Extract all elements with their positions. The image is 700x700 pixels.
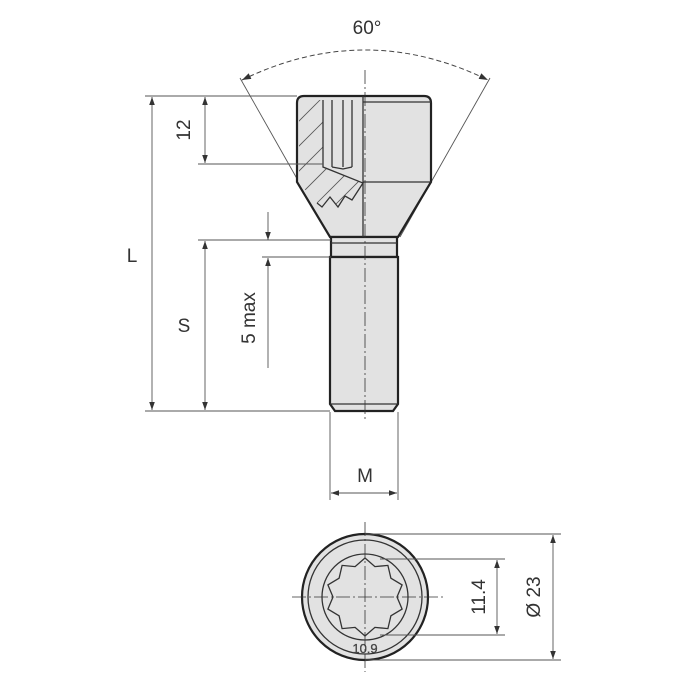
dimension-l: L [127,95,330,412]
property-class-mark: 10.9 [352,641,377,656]
dimension-12: 12 [174,97,323,165]
dimension-5-max: 5 max [239,212,331,368]
angle-label: 60° [353,18,382,39]
dimension-diameter-23: Ø 23 [365,533,561,661]
svg-text:S: S [178,316,191,337]
svg-text:M: M [357,466,373,487]
dimension-m: M [329,412,399,500]
dimension-11-4: 11.4 [380,558,505,636]
bolt-end-view: 10.9 [292,522,445,672]
svg-text:L: L [127,246,138,267]
svg-text:5 max: 5 max [239,292,260,344]
dimension-s: S [178,239,331,410]
svg-text:12: 12 [174,119,195,140]
bolt-side-view [295,70,433,420]
svg-text:Ø 23: Ø 23 [524,576,545,617]
svg-text:11.4: 11.4 [469,579,490,615]
